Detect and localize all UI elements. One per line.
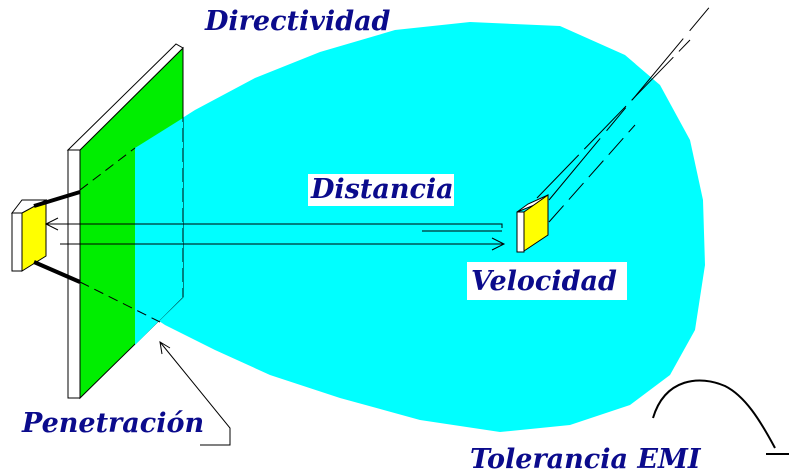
motion-line-1	[536, 39, 691, 199]
penetracion-leader-arrowhead	[159, 341, 171, 355]
beam-through-panel	[135, 118, 183, 345]
return-signal-arrowhead	[44, 217, 59, 231]
penetracion-label: Penetración	[21, 408, 204, 439]
emitter-body	[11, 212, 23, 272]
emitter-face	[21, 199, 47, 272]
emitter-strut-upper	[33, 190, 81, 208]
penetracion-leader	[159, 341, 231, 446]
return-signal-arrow	[46, 223, 503, 228]
velocidad-label-bg	[467, 262, 627, 300]
panel-front-side	[67, 149, 81, 399]
target-side	[516, 211, 525, 253]
radiation-beam-lobe	[135, 22, 705, 432]
directividad-label: Directividad	[204, 6, 391, 37]
tolerancia-emi-label: Tolerancia EMI	[470, 444, 702, 472]
emi-wave-curve	[652, 379, 776, 449]
transmit-signal-arrowhead	[491, 237, 506, 251]
beam-boundary-upper	[79, 147, 136, 191]
emitter-strut-lower	[33, 260, 81, 284]
motion-line-2	[548, 3, 713, 201]
target-face	[523, 194, 549, 252]
distancia-label: Distancia	[310, 174, 454, 205]
distancia-label-bg	[308, 174, 454, 206]
velocidad-label: Velocidad	[471, 266, 617, 297]
motion-line-3	[548, 124, 636, 223]
